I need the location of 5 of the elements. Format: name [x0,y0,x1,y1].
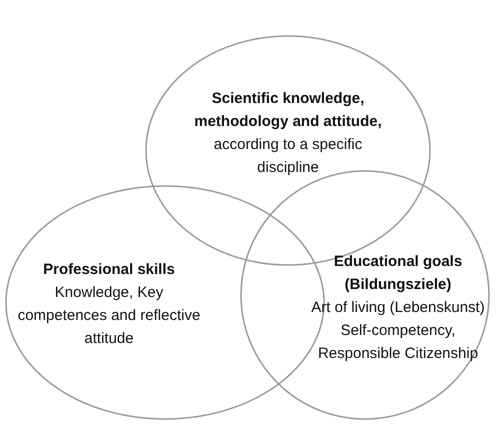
heading: Educational goals (Bildungsziele) [332,252,464,295]
heading: Professional skills [42,260,176,280]
description: Scientific knowledge, methodology and attitude, according to a specific discipline [193,89,383,178]
description: Knowledge, Key competences and reflective attitude [16,283,202,349]
description: Art of living (Lebenskunst) Self-competency, Responsible Citizenship [310,298,486,364]
